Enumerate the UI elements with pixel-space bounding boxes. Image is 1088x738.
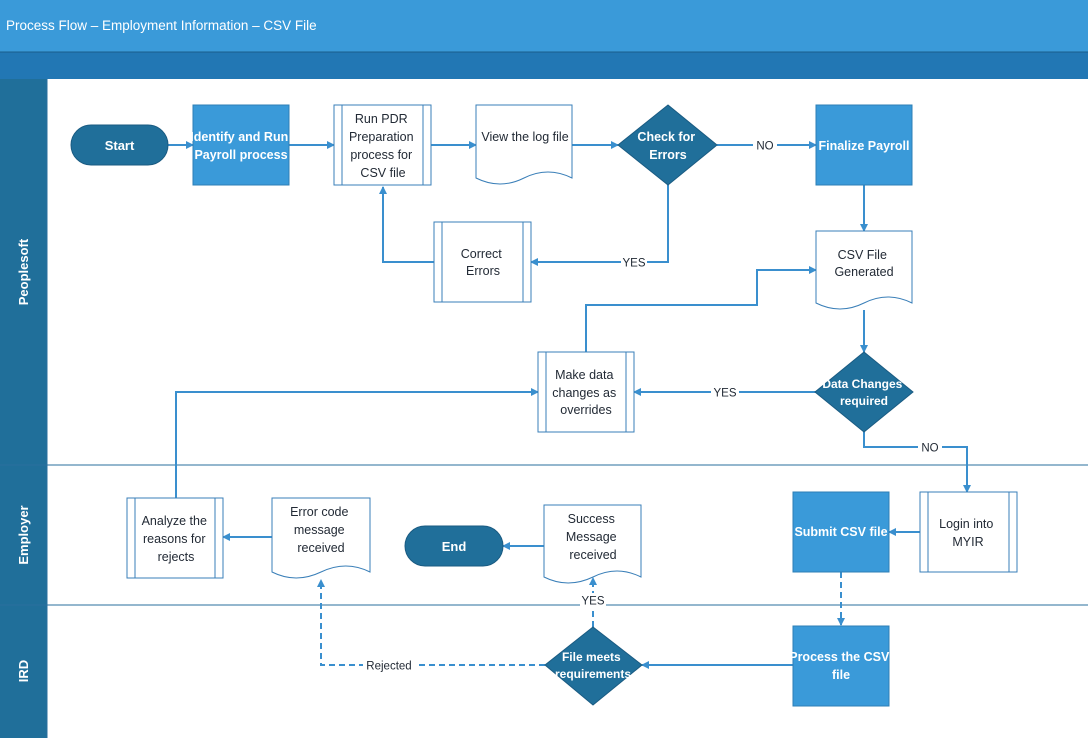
make-changes-label: Make data changes as overrides: [552, 368, 619, 417]
lane-label-employer: Employer: [16, 505, 31, 564]
lane-label-peoplesoft: Peoplesoft: [16, 238, 31, 305]
submit-label: Submit CSV file: [794, 525, 887, 539]
finalize-box: [815, 104, 913, 186]
login-label: Login into MYIR: [939, 517, 997, 549]
edge-check-correct: [530, 185, 669, 266]
view-log-label: View the log file: [481, 130, 568, 144]
edge-label-no-1: NO: [756, 141, 773, 153]
process-csv-label: Process the CSV file: [789, 650, 893, 682]
lane-label-column: [0, 79, 47, 738]
edge-label-yes-3: YES: [581, 596, 604, 608]
correct-errors-box: [433, 221, 532, 303]
end-terminator: [404, 525, 504, 567]
edge-labels: NO YES YES NO YES Rejected: [363, 138, 942, 673]
process-csv-box: [792, 625, 890, 707]
start-terminator: [70, 124, 169, 166]
end-label: End: [442, 539, 467, 554]
correct-errors-label: Correct Errors: [461, 247, 505, 278]
start-label: Start: [105, 138, 135, 153]
identify-label: Identify and Run Payroll process: [190, 130, 291, 162]
csv-generated-label: CSV File Generated: [834, 248, 893, 279]
view-log-document: [475, 104, 573, 185]
success-label: Success Message received: [566, 512, 620, 562]
file-meets-label: File meets requirements: [555, 650, 631, 681]
edge-filemeets-errorcode: [317, 579, 545, 666]
error-code-document: [271, 497, 371, 579]
nodes: [70, 104, 1018, 707]
file-meets-diamond: [544, 626, 643, 706]
check-errors-label: Check for Errors: [637, 130, 698, 162]
error-code-label: Error code message received: [290, 505, 352, 555]
data-changes-label: Data Changes required: [822, 377, 905, 408]
edge-label-no-2: NO: [921, 443, 938, 455]
run-pdr-box: [333, 104, 432, 186]
title-bar: [0, 0, 1088, 52]
edge-make-csvgen: [585, 266, 817, 352]
identify-box: [192, 104, 290, 186]
submit-box: [792, 491, 890, 573]
analyze-label: Analyze the reasons for rejects: [142, 514, 211, 564]
login-box: [919, 491, 1018, 573]
data-changes-diamond: [814, 351, 914, 433]
make-changes-box: [537, 351, 635, 433]
edge-label-rejected: Rejected: [366, 661, 411, 673]
analyze-box: [126, 497, 224, 579]
edge-datachanges-login: [863, 432, 971, 493]
csv-generated-document: [815, 230, 913, 310]
page-title: Process Flow – Employment Information – …: [6, 18, 317, 33]
node-texts: Start Identify and Run Payroll process R…: [105, 112, 997, 682]
edge-label-yes-2: YES: [713, 388, 736, 400]
edge-label-yes-1: YES: [622, 258, 645, 270]
success-document: [543, 504, 642, 584]
finalize-label: Finalize Payroll: [818, 139, 909, 153]
lane-label-ird: IRD: [16, 660, 31, 682]
check-errors-diamond: [617, 104, 718, 186]
sub-header-bar: [0, 52, 1088, 79]
run-pdr-label: Run PDR Preparation process for CSV file: [349, 112, 417, 180]
edge-correct-runpdr: [379, 186, 434, 263]
edge-analyze-make: [175, 388, 539, 498]
